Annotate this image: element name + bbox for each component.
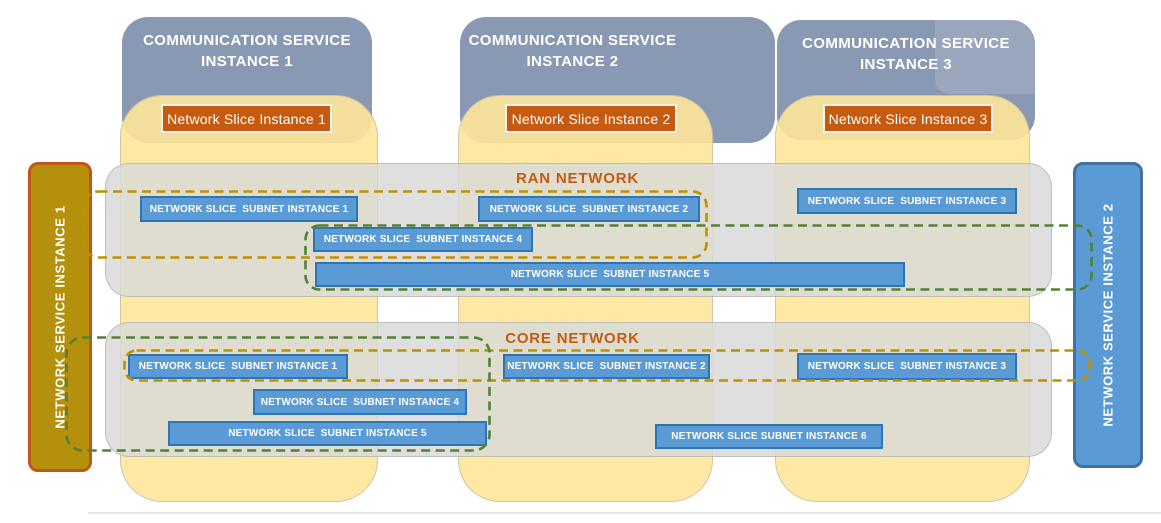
core-subnet-instance-1: NETWORK SLICE SUBNET INSTANCE 1 — [128, 354, 348, 379]
ran-subnet-instance-1: NETWORK SLICE SUBNET INSTANCE 1 — [140, 196, 358, 222]
core-subnet-instance-4: NETWORK SLICE SUBNET INSTANCE 4 — [253, 389, 467, 415]
ran-subnet-instance-5: NETWORK SLICE SUBNET INSTANCE 5 — [315, 262, 905, 287]
core-subnet-instance-5: NETWORK SLICE SUBNET INSTANCE 5 — [168, 421, 487, 446]
network-service-instance-2-label: NETWORK SERVICE INSTANCE 2 — [1100, 203, 1116, 427]
core-subnet-instance-6: NETWORK SLICE SUBNET INSTANCE 6 — [655, 424, 883, 449]
header-highlight — [935, 20, 1035, 94]
core-subnet-instance-3: NETWORK SLICE SUBNET INSTANCE 3 — [797, 353, 1017, 380]
ran-subnet-instance-4: NETWORK SLICE SUBNET INSTANCE 4 — [313, 227, 533, 252]
communication-service-instance-3-title: COMMUNICATION SERVICE INSTANCE 3 — [802, 35, 1010, 73]
communication-service-instance-2-header: COMMUNICATION SERVICE INSTANCE 2 — [460, 17, 775, 143]
ran-subnet-instance-2: NETWORK SLICE SUBNET INSTANCE 2 — [478, 196, 700, 222]
ran-subnet-instance-3: NETWORK SLICE SUBNET INSTANCE 3 — [797, 188, 1017, 214]
communication-service-instance-1-title: COMMUNICATION SERVICE INSTANCE 1 — [143, 32, 351, 70]
network-service-instance-1-box: NETWORK SERVICE INSTANCE 1 — [28, 162, 92, 472]
network-slice-instance-2-badge: Network Slice Instance 2 — [505, 104, 677, 133]
communication-service-instance-2-title: COMMUNICATION SERVICE INSTANCE 2 — [468, 32, 677, 70]
network-slice-instance-1-badge: Network Slice Instance 1 — [161, 104, 332, 133]
network-slice-instance-3-badge: Network Slice Instance 3 — [823, 104, 993, 133]
core-network-label: CORE NETWORK — [505, 330, 640, 347]
bottom-divider — [88, 512, 1161, 514]
network-service-instance-2-box: NETWORK SERVICE INSTANCE 2 — [1073, 162, 1143, 468]
ran-network-label: RAN NETWORK — [516, 170, 639, 187]
network-service-instance-1-label: NETWORK SERVICE INSTANCE 1 — [52, 205, 68, 429]
core-subnet-instance-2: NETWORK SLICE SUBNET INSTANCE 2 — [503, 354, 710, 379]
